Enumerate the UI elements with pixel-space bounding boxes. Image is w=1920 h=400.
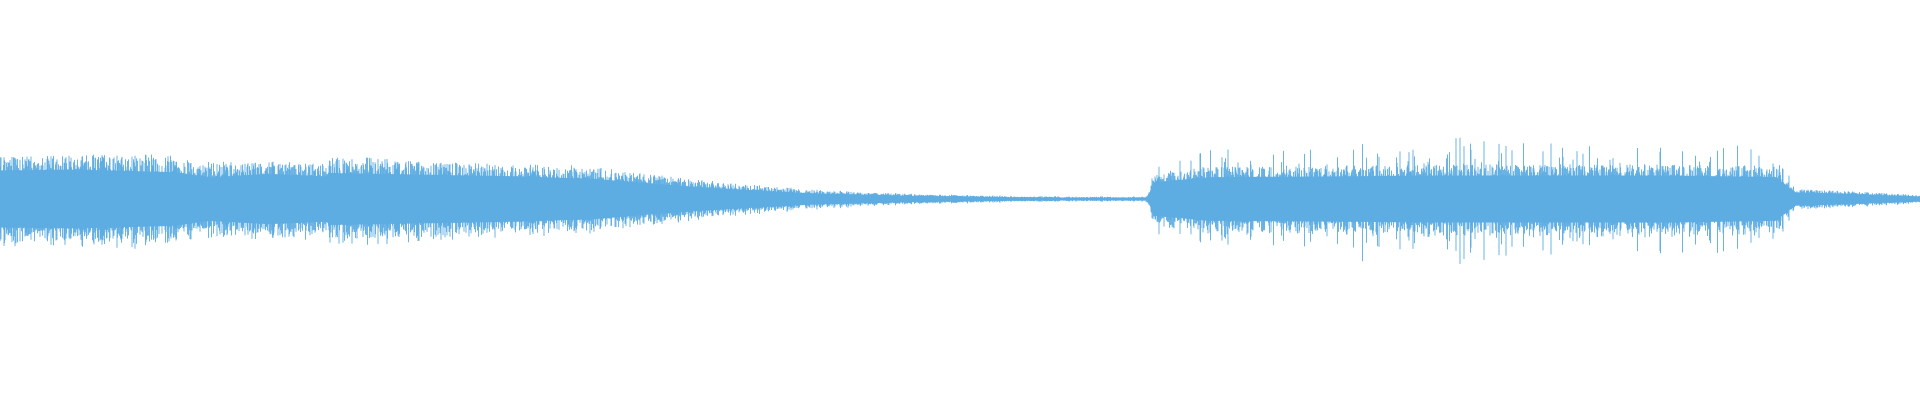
waveform-core xyxy=(0,169,1920,229)
waveform-samples xyxy=(0,137,1920,264)
